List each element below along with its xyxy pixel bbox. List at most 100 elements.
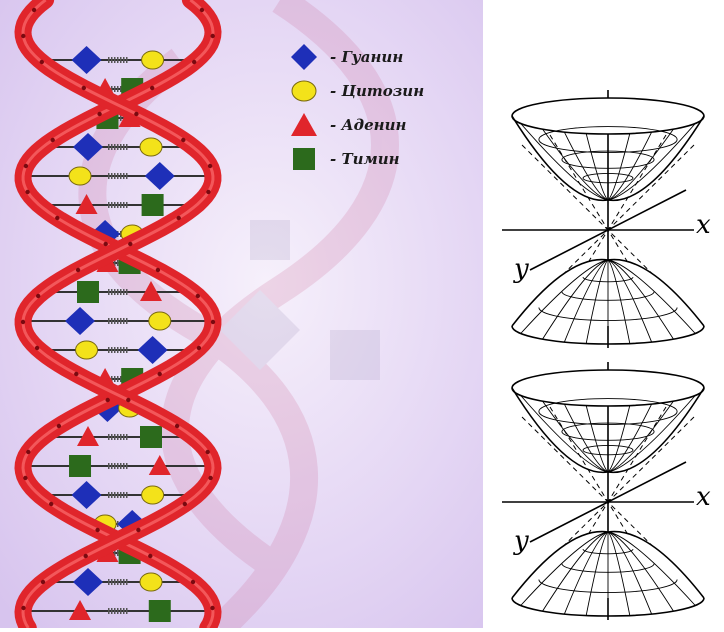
base-square	[69, 455, 92, 477]
square-icon	[286, 145, 322, 173]
upper-sheet-meridian	[607, 400, 674, 473]
strand-dot	[95, 527, 100, 533]
upper-sheet-meridian	[563, 403, 609, 473]
upper-sheet-rim	[511, 369, 705, 407]
lower-sheet-meridian	[520, 531, 609, 606]
lower-sheet-meridian	[542, 259, 609, 340]
legend-item-adenine: - Аденин	[286, 108, 476, 142]
strand-dot	[196, 345, 202, 351]
lower-sheet-meridian	[607, 259, 653, 343]
lower-sheet-parallel	[582, 548, 634, 555]
strand-dot	[207, 163, 213, 169]
asymptote-line	[549, 134, 667, 326]
base-diamond	[71, 46, 102, 74]
x-axis-label: x	[696, 210, 711, 240]
upper-sheet-meridian	[585, 405, 609, 473]
upper-sheet-meridian	[520, 123, 609, 201]
triangle-icon	[286, 111, 322, 139]
legend-item-thymine: - Тимин	[286, 142, 476, 176]
upper-sheet-meridian	[607, 403, 653, 473]
helix-strand-highlight	[21, 0, 215, 629]
strand-dot	[49, 501, 54, 507]
lower-sheet-parallel	[561, 563, 655, 573]
legend-label: - Цитозин	[330, 82, 425, 100]
helix-strands	[14, 0, 222, 632]
base-circle	[75, 340, 99, 360]
base-square	[148, 600, 171, 622]
base-circle	[139, 572, 163, 592]
base-circle	[139, 137, 163, 157]
lower-sheet-meridian	[607, 531, 653, 615]
strand-dot	[155, 267, 161, 273]
upper-sheet-meridian	[607, 133, 631, 201]
upper-sheet-meridian	[607, 128, 674, 201]
strand-dot	[134, 111, 139, 117]
strand-dot	[210, 605, 215, 611]
base-circle	[148, 311, 172, 331]
base-diamond	[72, 133, 103, 161]
strand-dot	[21, 605, 26, 611]
strand-dot	[128, 241, 133, 247]
strand-dot	[36, 293, 41, 299]
lower-sheet-meridian	[563, 531, 609, 615]
upper-sheet-meridian	[585, 133, 609, 201]
dna-helix-illustration: - Гуанин - Цитозин - Аденин - Тимин	[0, 0, 483, 632]
y-axis-label: y	[514, 254, 529, 284]
strand-dot	[40, 579, 46, 585]
strand-dot	[21, 33, 26, 39]
strand-dot	[25, 189, 30, 195]
strand-dot	[210, 33, 215, 39]
base-triangle	[75, 194, 98, 214]
upper-sheet-meridian	[520, 395, 609, 473]
base-triangle	[140, 281, 163, 301]
y-axis-label: y	[514, 526, 529, 556]
base-diamond	[71, 481, 102, 509]
strand-dot	[206, 189, 211, 195]
strand-dot	[181, 137, 186, 143]
lower-sheet-meridian	[607, 531, 631, 616]
base-diamond	[72, 568, 103, 596]
legend-label: - Тимин	[330, 150, 400, 168]
strand-dot	[126, 397, 131, 403]
strand-dot	[74, 371, 79, 377]
upper-sheet-meridian	[542, 128, 609, 201]
base-square	[140, 426, 163, 448]
strand-dot	[50, 137, 55, 143]
strand-dot	[20, 319, 26, 325]
upper-sheet-meridian	[563, 131, 609, 201]
hyperboloid-figures: x y x y	[500, 80, 724, 628]
strand-dot	[192, 59, 197, 65]
upper-sheet-meridian	[607, 395, 696, 473]
strand-dot	[195, 293, 200, 299]
strand-dot	[81, 85, 87, 91]
strand-dot	[176, 215, 181, 221]
upper-sheet-parallel	[538, 398, 678, 425]
strand-dot	[39, 59, 44, 65]
lower-sheet-parallel	[582, 276, 634, 283]
strand-dot	[150, 85, 155, 91]
upper-sheet-meridian	[542, 400, 609, 473]
base-circle	[141, 485, 165, 505]
lower-sheet-meridian	[563, 259, 609, 343]
strand-dot	[23, 475, 28, 481]
base-square	[141, 194, 164, 216]
base-triangle	[76, 426, 99, 446]
strand-dot	[83, 553, 88, 559]
upper-sheet-meridian	[607, 123, 696, 201]
lower-sheet-meridian	[607, 531, 696, 606]
legend-item-guanine: - Гуанин	[286, 40, 476, 74]
upper-sheet-parallel	[582, 173, 634, 184]
strand-dot	[182, 501, 187, 507]
lower-sheet-meridian	[607, 259, 696, 334]
upper-sheet-parallel	[561, 422, 655, 441]
lower-sheet-parallel	[538, 307, 678, 321]
strand-dot	[190, 579, 196, 585]
strand-dot	[75, 267, 81, 273]
upper-sheet-rim	[511, 97, 705, 135]
strand-dot	[26, 449, 31, 455]
lower-sheet-parallel	[538, 579, 678, 593]
strand-dot	[210, 319, 216, 325]
lower-sheet-meridian	[607, 531, 674, 612]
base-circle	[141, 50, 165, 70]
strand-dot	[205, 449, 210, 455]
